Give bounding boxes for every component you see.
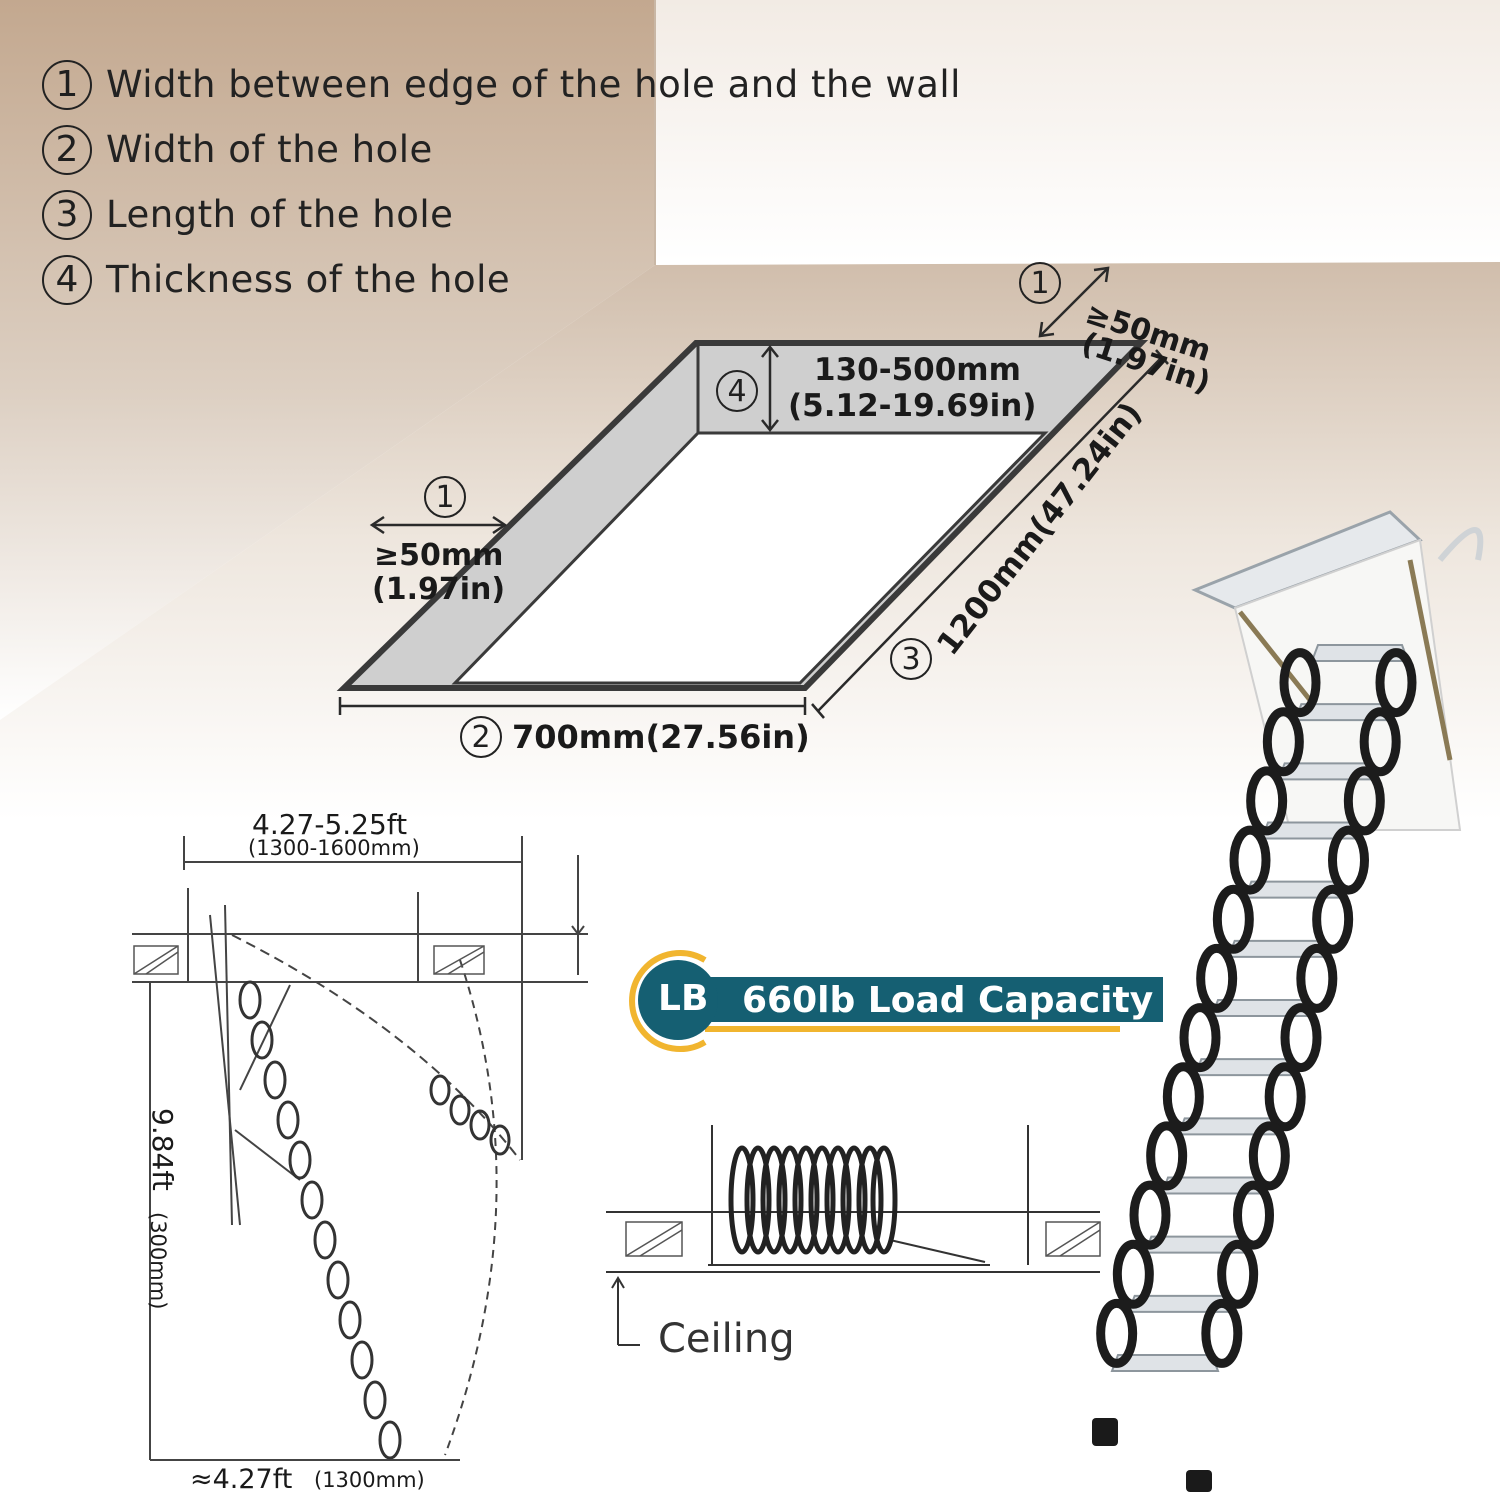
ladder-scissor-link xyxy=(1146,1121,1188,1191)
legend-number: 2 xyxy=(42,124,92,175)
ladder-scissor-link xyxy=(1229,825,1271,895)
ladder-scissor-link xyxy=(1217,1239,1259,1309)
lb-icon: LB xyxy=(658,978,709,1019)
legend-item-2: 2 Width of the hole xyxy=(42,117,961,182)
ladder-side-drawing xyxy=(132,836,588,1461)
legend-label: Thickness of the hole xyxy=(106,258,511,301)
ladder-feet xyxy=(1092,1418,1212,1492)
ceiling-face xyxy=(655,0,1500,262)
ladder-scissor-link xyxy=(1264,1062,1306,1132)
thickness-mm: 130-500mm xyxy=(814,352,1021,388)
length-number: 3 xyxy=(890,638,932,680)
legend-item-1: 1 Width between edge of the hole and the… xyxy=(42,52,961,117)
legend-number: 1 xyxy=(42,59,92,110)
width-number: 2 xyxy=(460,716,502,758)
ladder-scissor-link xyxy=(1296,943,1338,1013)
width-label: 700mm(27.56in) xyxy=(512,718,810,756)
folded-ladder-coils xyxy=(728,1145,898,1255)
chain-links-drawing xyxy=(238,980,511,1460)
ladder-scissor-link xyxy=(1096,1298,1138,1368)
edge-left-mm: ≥50mm xyxy=(374,538,504,573)
ladder-scissor-link xyxy=(1112,1239,1154,1309)
legend-number: 3 xyxy=(42,189,92,240)
ladder-scissor-link xyxy=(1212,884,1254,954)
thickness-number: 4 xyxy=(716,370,758,412)
bottom-ft: ≈4.27ft xyxy=(190,1464,293,1495)
left-wall xyxy=(0,0,655,720)
ladder-scissor-link xyxy=(1246,766,1288,836)
edge-left-inch: (1.97in) xyxy=(372,572,506,607)
ladder-scissor-link xyxy=(1343,766,1385,836)
thickness-inch: (5.12-19.69in) xyxy=(788,388,1037,424)
ladder-scissor-link xyxy=(1233,1180,1274,1250)
edge-left-number: 1 xyxy=(424,476,466,518)
load-capacity-text: 660lb Load Capacity xyxy=(742,980,1154,1021)
folded-ladder-drawing xyxy=(606,1125,1100,1346)
legend-label: Width between edge of the hole and the w… xyxy=(106,63,961,106)
ladder-scissor-link xyxy=(1262,707,1304,777)
ladder-scissor-link xyxy=(1312,884,1354,954)
legend-item-3: 3 Length of the hole xyxy=(42,182,961,247)
ladder-scissor-link xyxy=(1359,707,1401,777)
ladder-scissor-link xyxy=(1179,1003,1221,1073)
legend-item-4: 4 Thickness of the hole xyxy=(42,247,961,312)
legend: 1 Width between edge of the hole and the… xyxy=(42,52,961,312)
ladder-scissor-link xyxy=(1328,825,1369,895)
hatch-blocks xyxy=(133,945,485,975)
ladder-scissor-link xyxy=(1280,1003,1322,1073)
ladder-scissor-link xyxy=(1201,1298,1243,1368)
ladder-scissor-link xyxy=(1196,943,1238,1013)
hole-opening xyxy=(451,431,1049,685)
folded-hatch xyxy=(625,1221,1101,1257)
ladder-scissor-link xyxy=(1162,1062,1204,1132)
top-span-mm: (1300-1600mm) xyxy=(248,836,420,860)
ladder-scissor-link xyxy=(1129,1180,1171,1250)
top-span-ft: 4.27-5.25ft xyxy=(252,808,408,841)
ladder-scissor-link xyxy=(1375,648,1417,718)
load-capacity-badge xyxy=(629,950,1163,1052)
ladder-scissor-link xyxy=(1279,648,1321,718)
ladder-scissor-link xyxy=(1248,1121,1290,1191)
legend-label: Width of the hole xyxy=(106,128,433,171)
bottom-mm: (1300mm) xyxy=(314,1468,425,1492)
height-ft: 9.84ft xyxy=(146,1108,179,1191)
ladder-rails xyxy=(1096,648,1417,1368)
edge-top-number: 1 xyxy=(1019,262,1061,304)
dimension-lines xyxy=(338,266,1169,719)
ceiling-label: Ceiling xyxy=(658,1316,795,1362)
legend-number: 4 xyxy=(42,254,92,305)
height-mm: (300mm) xyxy=(146,1212,170,1310)
legend-label: Length of the hole xyxy=(106,193,454,236)
